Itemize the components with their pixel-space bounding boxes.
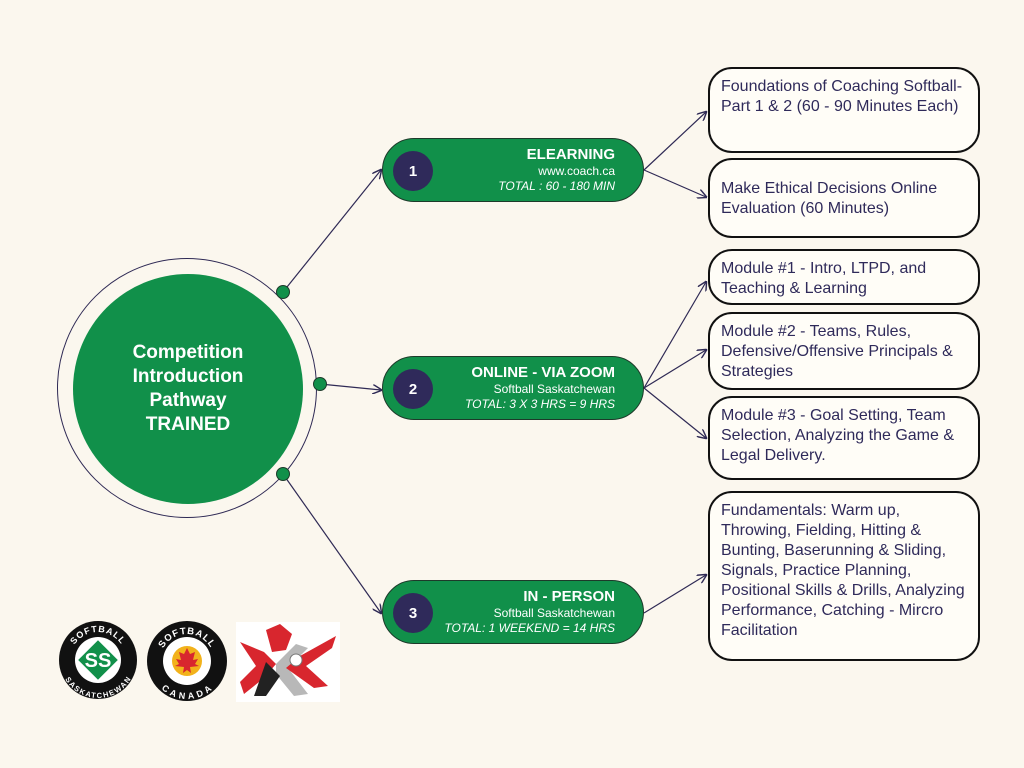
hub-line: Pathway [149,390,227,411]
step-number-badge: 2 [393,369,433,409]
connector-dot-top [276,285,290,299]
logo-mark-text: SS [85,650,112,672]
fundamentals-text: Fundamentals: Warm up, Throwing, Fieldin… [721,502,965,639]
connector-hub-step1 [282,170,381,293]
nccp-logo [236,622,340,702]
connector-step2-box5 [643,387,706,438]
step-title: ELEARNING [526,146,615,163]
connector-hub-step2 [319,383,381,390]
connector-dot-bottom [276,467,290,481]
step-total: TOTAL: 1 WEEKEND = 14 HRS [444,621,615,635]
step-total: TOTAL: 3 X 3 HRS = 9 HRS [465,397,615,411]
hub-circle: Competition Introduction Pathway TRAINED [73,274,303,504]
module-box-module3: Module #3 - Goal Setting, Team Selection… [708,396,980,480]
connector-hub-step3 [282,473,381,613]
step-total: TOTAL : 60 - 180 MIN [498,179,615,193]
step-subtitle: Softball Saskatchewan [493,382,615,396]
step-in-person: 3 IN - PERSON Softball Saskatchewan TOTA… [382,580,644,644]
softball-canada-logo: SOFTBALL CANADA [147,621,227,701]
module-box-module1: Module #1 - Intro, LTPD, and Teaching & … [708,249,980,305]
connector-step2-box4 [643,350,706,389]
step-title: ONLINE - VIA ZOOM [471,364,615,381]
step-subtitle: Softball Saskatchewan [493,606,615,620]
module-box-ethical-decisions: Make Ethical Decisions Online Evaluation… [708,158,980,238]
module-box-foundations: Foundations of Coaching Softball- Part 1… [708,67,980,153]
connector-step1-box2 [643,169,706,197]
connector-step2-box3 [643,282,706,389]
step-elearning: 1 ELEARNING www.coach.ca TOTAL : 60 - 18… [382,138,644,202]
hub-line: Introduction [132,366,244,387]
hub-line: Competition [132,342,244,363]
step-subtitle: www.coach.ca [538,164,615,178]
module-box-module2: Module #2 - Teams, Rules, Defensive/Offe… [708,312,980,390]
step-title: IN - PERSON [523,588,615,605]
module-box-fundamentals: Fundamentals: Warm up, Throwing, Fieldin… [708,491,980,661]
connector-step3-box6 [643,575,706,614]
step-number-badge: 1 [393,151,433,191]
step-number-badge: 3 [393,593,433,633]
connector-step1-box1 [643,112,706,171]
step-online-zoom: 2 ONLINE - VIA ZOOM Softball Saskatchewa… [382,356,644,420]
hub-line: TRAINED [145,414,231,435]
maple-leaf-icon [172,646,202,676]
connector-dot-middle [313,377,327,391]
softball-saskatchewan-logo: SS SOFTBALL SASKATCHEWAN [59,621,137,700]
